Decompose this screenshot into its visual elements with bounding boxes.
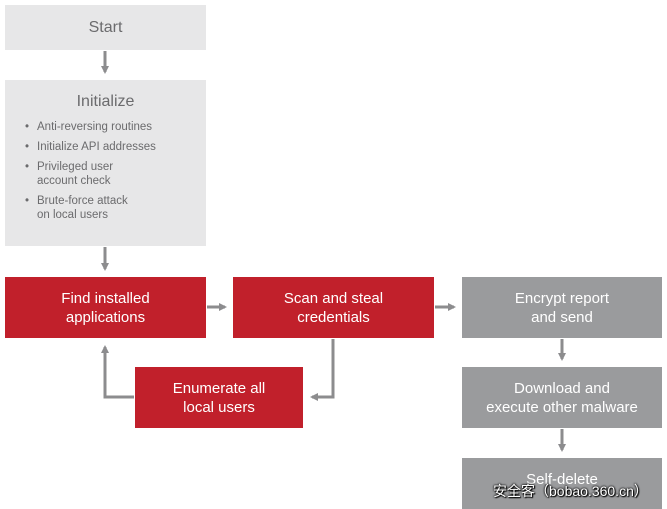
- initialize-title: Initialize: [76, 93, 135, 110]
- initialize-node: Initialize Anti-reversing routines Initi…: [5, 80, 206, 246]
- label-line: credentials: [297, 308, 370, 326]
- initialize-item-line: Anti-reversing routines: [37, 121, 153, 133]
- label-line: execute other malware: [486, 398, 638, 416]
- initialize-item-line: Privileged user: [37, 161, 114, 173]
- initialize-item-line: account check: [37, 175, 111, 187]
- initialize-item: Initialize API addresses: [25, 140, 156, 154]
- initialize-item-line: Initialize API addresses: [37, 141, 156, 153]
- find-installed-apps-node: Find installed applications: [5, 277, 206, 338]
- start-node: Start: [5, 5, 206, 50]
- enumerate-users-node: Enumerate all local users: [135, 367, 303, 428]
- arrow-enumerate-to-find: [101, 345, 134, 399]
- start-label: Start: [88, 19, 123, 36]
- initialize-item: Anti-reversing routines: [25, 120, 156, 134]
- encrypt-report-node: Encrypt report and send: [462, 277, 662, 338]
- enumerate-users-label: Enumerate all local users: [173, 379, 266, 417]
- initialize-item-line: on local users: [37, 209, 108, 221]
- initialize-item-line: Brute-force attack: [37, 195, 128, 207]
- initialize-item: Privileged user account check: [25, 160, 156, 188]
- find-installed-apps-label: Find installed applications: [61, 289, 149, 327]
- label-line: Encrypt report: [514, 289, 610, 307]
- initialize-list: Anti-reversing routines Initialize API a…: [5, 120, 156, 228]
- arrow-scan-to-enumerate: [310, 339, 335, 401]
- scan-steal-credentials-node: Scan and steal credentials: [233, 277, 434, 338]
- label-line: and send: [531, 308, 593, 326]
- download-execute-label: Download and execute other malware: [486, 379, 638, 417]
- label-line: applications: [65, 308, 146, 326]
- self-delete-label: Self-delete: [526, 471, 598, 488]
- label-line: Find installed: [61, 289, 150, 307]
- scan-steal-credentials-label: Scan and steal credentials: [284, 289, 383, 327]
- encrypt-report-label: Encrypt report and send: [515, 289, 609, 327]
- label-line: Scan and steal: [283, 289, 384, 307]
- label-line: Download and: [514, 379, 610, 397]
- label-line: Enumerate all: [172, 379, 266, 397]
- watermark: 安全客（bobao.360.cn）: [493, 483, 648, 499]
- self-delete-node: Self-delete: [462, 458, 662, 509]
- label-line: local users: [183, 398, 255, 416]
- initialize-item: Brute-force attack on local users: [25, 194, 156, 222]
- download-execute-node: Download and execute other malware: [462, 367, 662, 428]
